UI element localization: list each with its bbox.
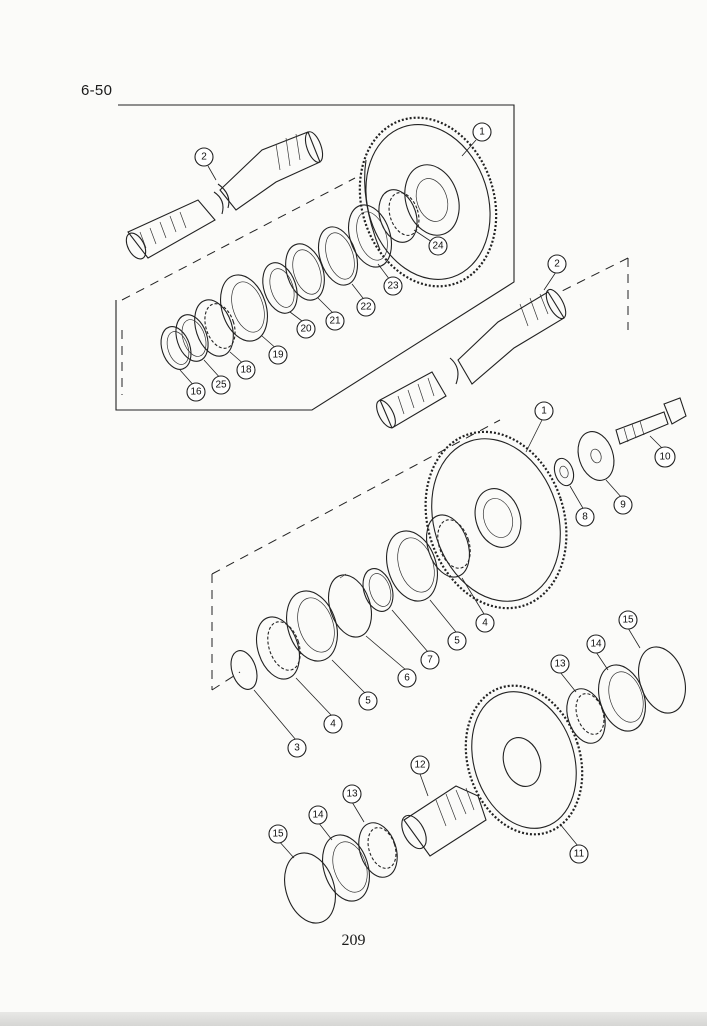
top-ring-25 xyxy=(175,314,209,362)
mid-ring-7 xyxy=(362,568,394,612)
mid-gear xyxy=(424,430,568,610)
scan-edge-strip xyxy=(0,1012,707,1026)
mid-ring-6 xyxy=(328,573,372,638)
top-ring-21 xyxy=(285,243,325,301)
callout-low-shaft-12: 12 xyxy=(410,755,430,775)
mid-bearing-4a xyxy=(426,514,471,578)
top-gear xyxy=(358,116,498,288)
callout-top-cup-23: 23 xyxy=(383,276,403,296)
svg-text:5: 5 xyxy=(365,696,371,707)
svg-text:25: 25 xyxy=(215,380,227,391)
svg-text:13: 13 xyxy=(554,659,566,670)
svg-text:10: 10 xyxy=(659,452,671,463)
svg-text:5: 5 xyxy=(454,636,460,647)
mid-bearing-4b xyxy=(256,616,301,680)
svg-text:15: 15 xyxy=(622,615,634,626)
callout-mid-gear: 1 xyxy=(534,401,554,421)
top-ring-20 xyxy=(262,262,298,314)
svg-text:22: 22 xyxy=(360,302,372,313)
callout-top-gear: 1 xyxy=(472,122,492,142)
callout-top-cup-19: 19 xyxy=(268,345,288,365)
low-shaft-12 xyxy=(401,785,487,857)
svg-text:24: 24 xyxy=(432,241,444,252)
callout-top-shaft: 2 xyxy=(194,147,214,167)
top-ring-16 xyxy=(160,326,192,370)
low-snapring-15b xyxy=(284,852,336,924)
svg-text:15: 15 xyxy=(272,829,284,840)
svg-text:1: 1 xyxy=(479,127,485,138)
svg-text:3: 3 xyxy=(294,743,300,754)
low-gear-11 xyxy=(464,684,584,836)
mid-cup-5b xyxy=(286,590,338,662)
mid-cup-5a xyxy=(386,530,438,602)
callout-mid-shaft: 2 xyxy=(547,254,567,274)
callout-top-ring-21: 21 xyxy=(325,311,345,331)
low-cup-14b xyxy=(322,834,370,902)
mid-washer-9 xyxy=(577,431,615,481)
svg-text:2: 2 xyxy=(201,152,207,163)
callout-top-ring-16: 16 xyxy=(186,382,206,402)
callout-mid-snapring-3: 3 xyxy=(287,738,307,758)
callout-low-cup-14a: 14 xyxy=(586,634,606,654)
callout-top-ring-22: 22 xyxy=(356,297,376,317)
callout-top-bearing-24: 24 xyxy=(428,236,448,256)
section-number: 6-50 xyxy=(81,82,113,99)
svg-text:9: 9 xyxy=(620,500,626,511)
callout-mid-ring-6: 6 xyxy=(397,668,417,688)
page-number: 209 xyxy=(341,932,366,949)
svg-text:8: 8 xyxy=(582,512,588,523)
svg-text:6: 6 xyxy=(404,673,410,684)
mid-bolt-10 xyxy=(615,397,687,445)
callout-low-snapring-15b: 15 xyxy=(268,824,288,844)
callout-low-bearing-13a: 13 xyxy=(550,654,570,674)
callout-top-ring-20: 20 xyxy=(296,319,316,339)
callout-mid-bearing-4b: 4 xyxy=(323,714,343,734)
callout-mid-cup-5b: 5 xyxy=(358,691,378,711)
callout-low-gear-11: 11 xyxy=(569,844,589,864)
svg-text:12: 12 xyxy=(414,760,426,771)
callout-mid-bolt-10: 10 xyxy=(654,446,676,468)
callout-low-cup-14b: 14 xyxy=(308,805,328,825)
svg-text:7: 7 xyxy=(427,655,433,666)
top-assembly-frame xyxy=(115,104,515,411)
svg-text:14: 14 xyxy=(312,810,324,821)
low-bearing-13a xyxy=(566,688,606,744)
callout-mid-washer-9: 9 xyxy=(613,495,633,515)
svg-text:13: 13 xyxy=(346,789,358,800)
callout-mid-bearing-4a: 4 xyxy=(475,613,495,633)
callout-top-ring-25: 25 xyxy=(211,375,231,395)
top-shaft xyxy=(125,131,324,260)
low-cup-14a xyxy=(598,664,646,732)
svg-text:11: 11 xyxy=(574,849,585,860)
callout-low-bearing-13b: 13 xyxy=(342,784,362,804)
top-ring-22 xyxy=(317,226,359,286)
callout-low-snapring-15a: 15 xyxy=(618,610,638,630)
low-snapring-15a xyxy=(638,646,686,714)
svg-text:19: 19 xyxy=(272,350,284,361)
callout-mid-ring-7: 7 xyxy=(420,650,440,670)
svg-text:14: 14 xyxy=(590,639,602,650)
svg-text:23: 23 xyxy=(387,281,399,292)
svg-text:18: 18 xyxy=(240,365,252,376)
low-bearing-13b xyxy=(358,822,398,878)
callout-mid-washer-8: 8 xyxy=(575,507,595,527)
svg-text:4: 4 xyxy=(330,719,336,730)
mid-shaft xyxy=(376,288,567,429)
svg-text:16: 16 xyxy=(190,387,202,398)
svg-text:1: 1 xyxy=(541,406,547,417)
leader-lines xyxy=(179,139,665,859)
top-bearing-18 xyxy=(194,299,236,357)
callout-top-bearing-18: 18 xyxy=(236,360,256,380)
svg-text:20: 20 xyxy=(300,324,312,335)
mid-washer-8 xyxy=(553,457,575,487)
svg-text:21: 21 xyxy=(329,316,341,327)
mid-snapring-3 xyxy=(230,650,258,690)
mid-frame xyxy=(211,257,629,691)
top-cup-19 xyxy=(220,274,268,342)
svg-text:4: 4 xyxy=(482,618,488,629)
callout-mid-cup-5a: 5 xyxy=(447,631,467,651)
svg-text:2: 2 xyxy=(554,259,560,270)
